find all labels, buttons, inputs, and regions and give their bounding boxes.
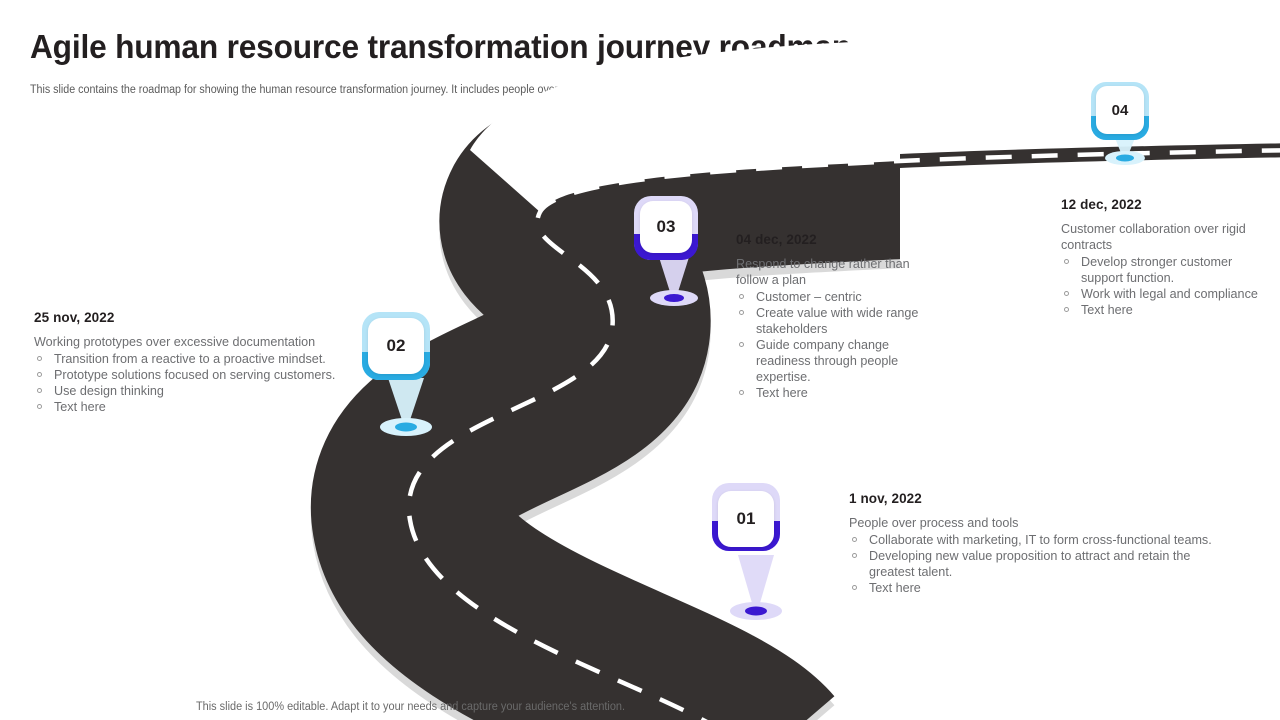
bullet-text: Prototype solutions focused on serving c…: [54, 368, 336, 382]
milestone-block-02: 25 nov, 2022 Working prototypes over exc…: [34, 310, 364, 415]
pin-stem-01: [730, 555, 782, 620]
bullet-text: Developing new value proposition to attr…: [869, 549, 1191, 579]
bullet-text: Create value with wide range stakeholder…: [756, 306, 919, 336]
milestone-lead-03: Respond to change rather than follow a p…: [736, 257, 910, 287]
bullet-text: Guide company change readiness through p…: [756, 338, 899, 384]
bullet-icon: [37, 356, 42, 361]
milestone-date-04: 12 dec, 2022: [1061, 197, 1142, 212]
milestone-bullets-02: Transition from a reactive to a proactiv…: [34, 351, 364, 415]
bullet-icon: [37, 388, 42, 393]
pin-number-04: 04: [1096, 86, 1144, 134]
milestone-lead-04: Customer collaboration over rigid contra…: [1061, 222, 1246, 252]
bullet-text: Text here: [54, 400, 106, 414]
bullet-text: Work with legal and compliance: [1081, 287, 1258, 301]
milestone-date-03: 04 dec, 2022: [736, 232, 817, 247]
bullet-text: Text here: [869, 581, 921, 595]
milestone-bullets-04: Develop stronger customer support functi…: [1061, 254, 1261, 318]
bullet-text: Develop stronger customer support functi…: [1081, 255, 1233, 285]
bullet-icon: [1064, 291, 1069, 296]
list-item: Text here: [849, 580, 1239, 596]
list-item: Transition from a reactive to a proactiv…: [34, 351, 364, 367]
bullet-icon: [852, 553, 857, 558]
milestone-bullets-03: Customer – centric Create value with wid…: [736, 289, 926, 401]
milestone-block-03: 04 dec, 2022 Respond to change rather th…: [736, 232, 926, 401]
list-item: Guide company change readiness through p…: [736, 337, 926, 385]
pin-stem-03: [650, 254, 698, 306]
road-surface: [409, 30, 1280, 720]
milestone-bullets-01: Collaborate with marketing, IT to form c…: [849, 532, 1239, 596]
bullet-text: Transition from a reactive to a proactiv…: [54, 352, 326, 366]
bullet-icon: [739, 342, 744, 347]
list-item: Text here: [736, 385, 926, 401]
list-item: Collaborate with marketing, IT to form c…: [849, 532, 1239, 548]
bullet-text: Text here: [756, 386, 808, 400]
bullet-icon: [1064, 307, 1069, 312]
list-item: Use design thinking: [34, 383, 364, 399]
pin-number-02: 02: [368, 318, 424, 374]
milestone-date-02: 25 nov, 2022: [34, 310, 115, 325]
list-item: Text here: [34, 399, 364, 415]
bullet-icon: [739, 390, 744, 395]
bullet-icon: [37, 404, 42, 409]
bullet-icon: [852, 585, 857, 590]
bullet-text: Text here: [1081, 303, 1133, 317]
list-item: Customer – centric: [736, 289, 926, 305]
milestone-lead-01: People over process and tools: [849, 516, 1019, 530]
milestone-block-01: 1 nov, 2022 People over process and tool…: [849, 491, 1239, 596]
bullet-text: Use design thinking: [54, 384, 164, 398]
bullet-icon: [739, 310, 744, 315]
milestone-block-04: 12 dec, 2022 Customer collaboration over…: [1061, 197, 1261, 318]
slide-footer-note: This slide is 100% editable. Adapt it to…: [196, 701, 626, 713]
milestone-lead-02: Working prototypes over excessive docume…: [34, 335, 316, 349]
pin-number-03: 03: [640, 201, 692, 253]
pin-stem-02: [380, 378, 432, 436]
list-item: Create value with wide range stakeholder…: [736, 305, 926, 337]
bullet-icon: [739, 294, 744, 299]
milestone-date-01: 1 nov, 2022: [849, 491, 922, 506]
bullet-icon: [37, 372, 42, 377]
bullet-icon: [852, 537, 857, 542]
list-item: Developing new value proposition to attr…: [849, 548, 1239, 580]
bullet-text: Customer – centric: [756, 290, 862, 304]
list-item: Work with legal and compliance: [1061, 286, 1261, 302]
pin-number-01: 01: [718, 491, 774, 547]
list-item: Prototype solutions focused on serving c…: [34, 367, 364, 383]
list-item: Develop stronger customer support functi…: [1061, 254, 1261, 286]
list-item: Text here: [1061, 302, 1261, 318]
bullet-icon: [1064, 259, 1069, 264]
bullet-text: Collaborate with marketing, IT to form c…: [869, 533, 1212, 547]
